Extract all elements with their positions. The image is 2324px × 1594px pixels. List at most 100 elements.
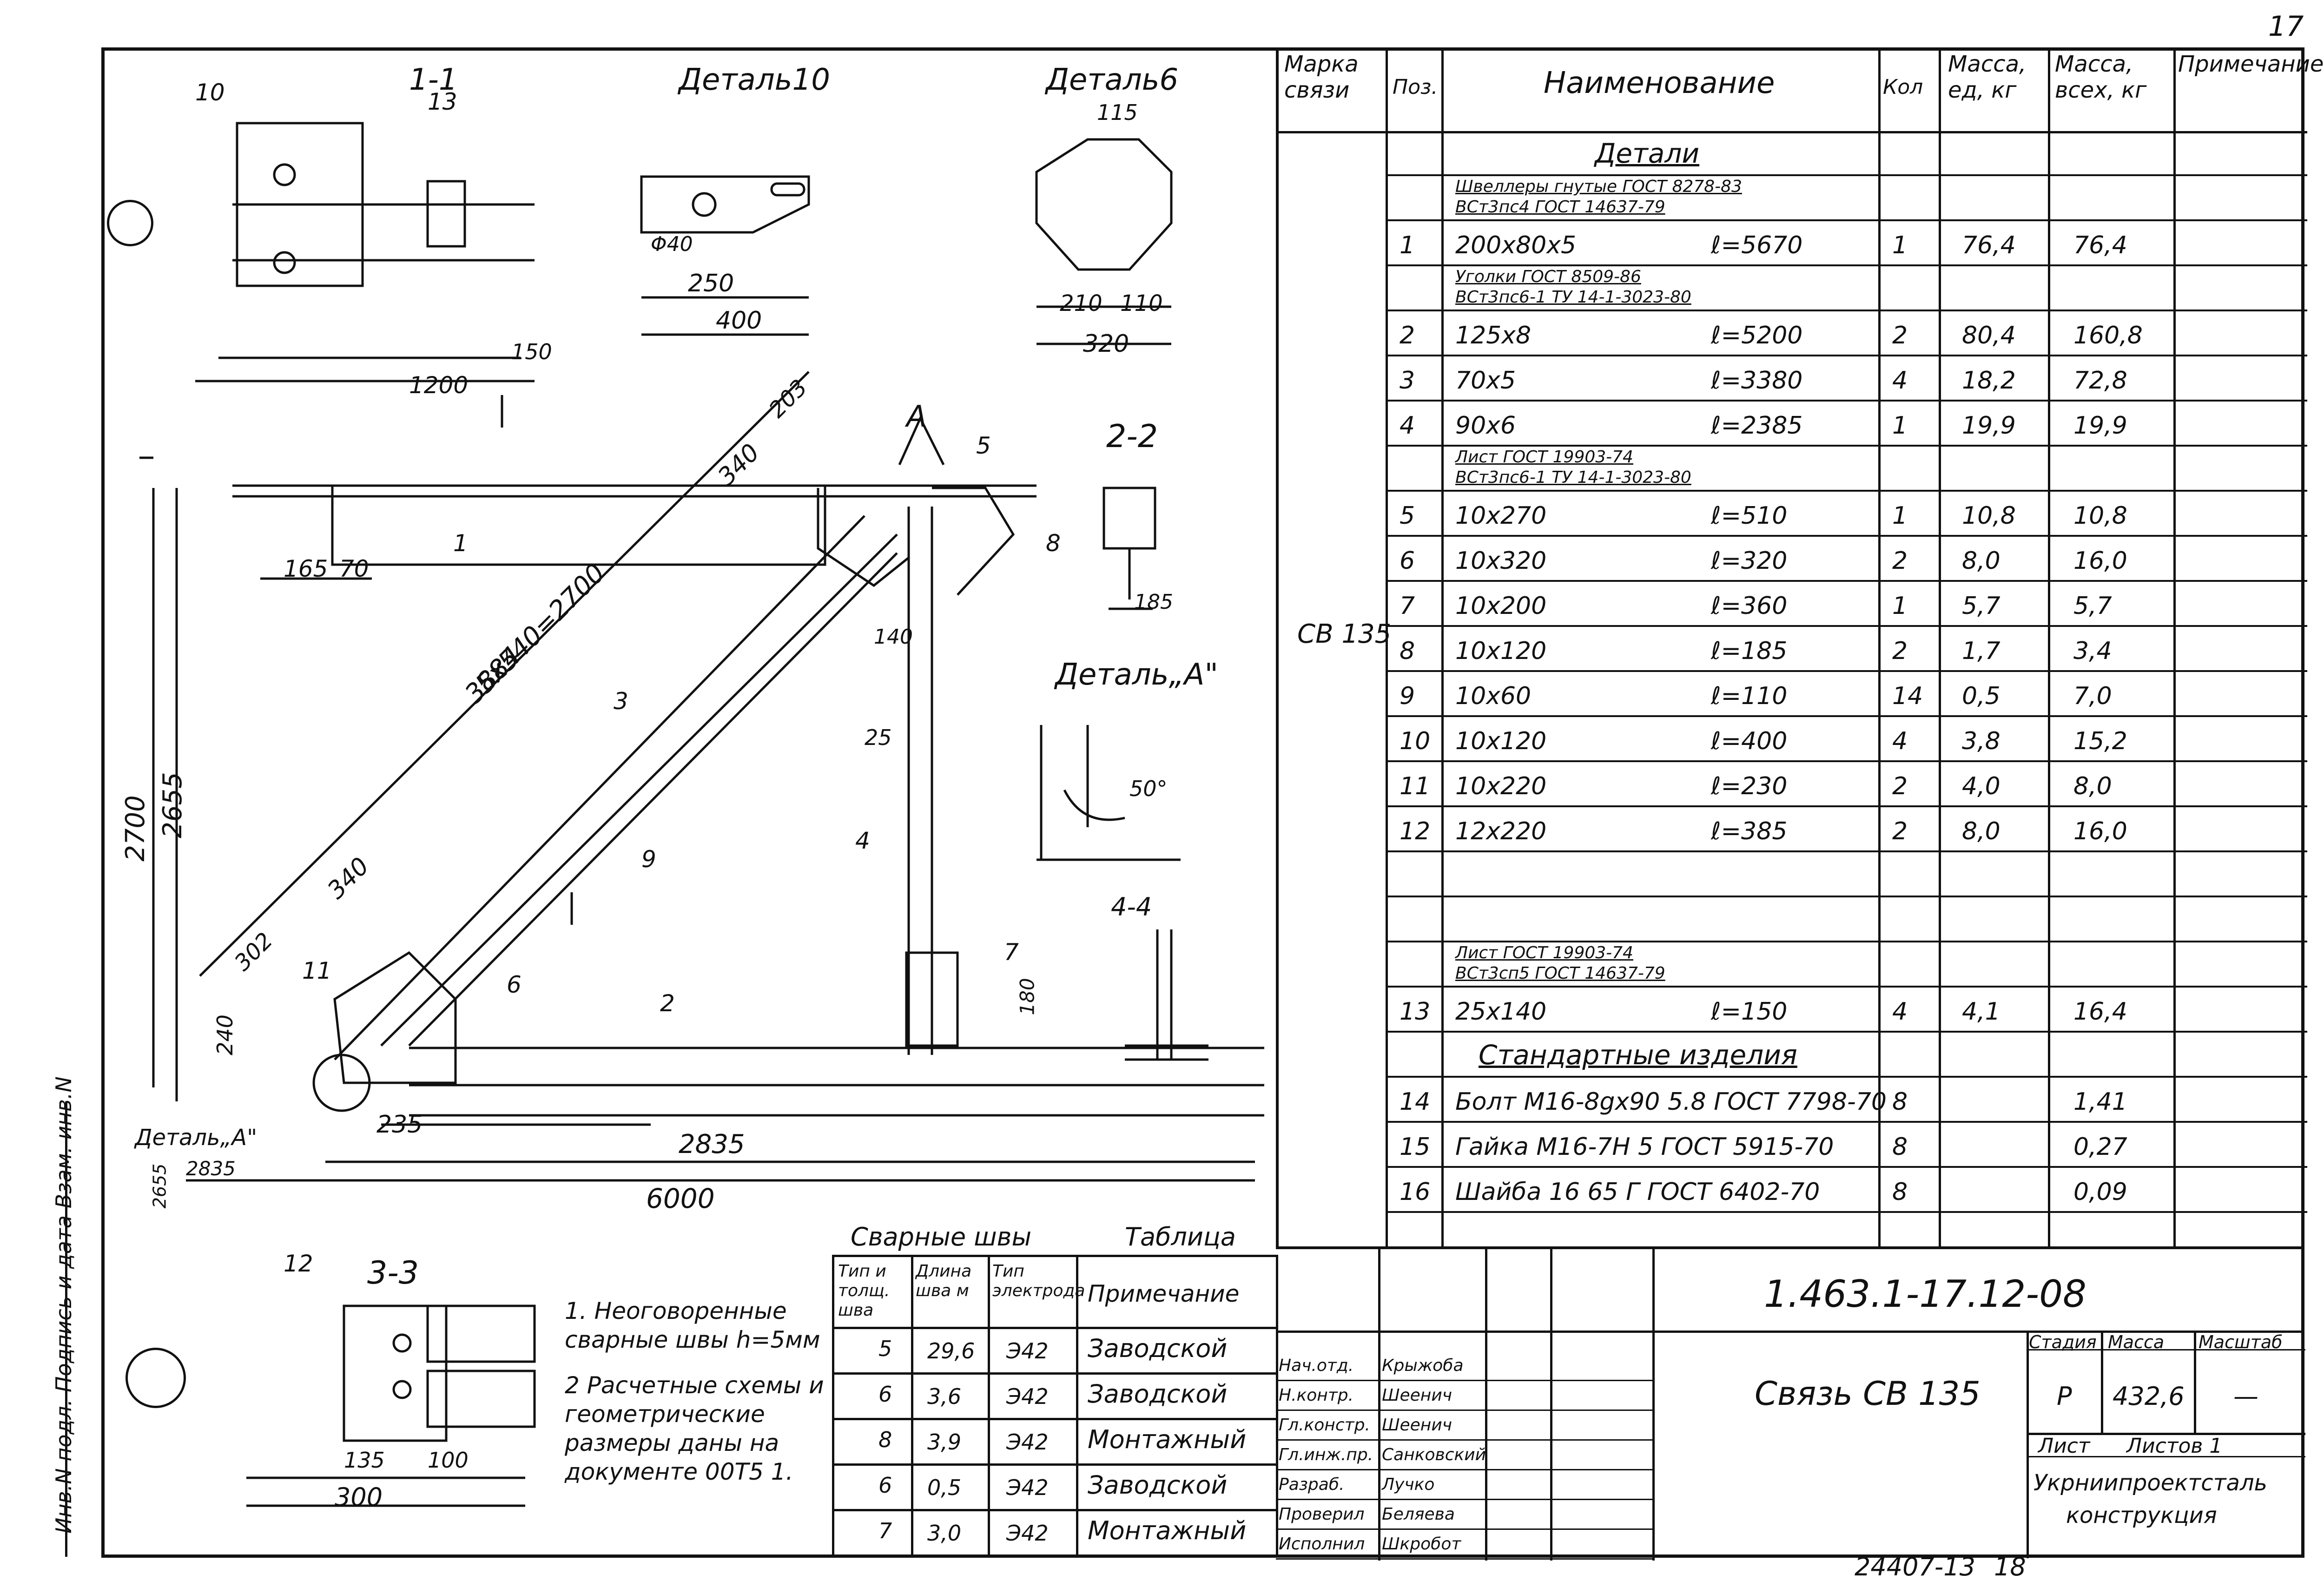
signature-role: Гл.констр. bbox=[1279, 1416, 1370, 1435]
signature-name: Шкробот bbox=[1382, 1535, 1461, 1554]
section-2-2-title: 2-2 bbox=[1106, 418, 1158, 455]
spec-pos: 9 bbox=[1400, 682, 1415, 710]
note-1: 1. Неоговоренные сварные швы h=5мм bbox=[565, 1298, 820, 1353]
spec-standard-1: Швеллеры гнутые ГОСТ 8278-83 bbox=[1455, 177, 1742, 196]
archive-sheet: 18 bbox=[1994, 1552, 2026, 1581]
spec-mass-total: 0,27 bbox=[2073, 1133, 2127, 1161]
spec-mass-unit: 76,4 bbox=[1962, 231, 2016, 259]
stamp-strip-line bbox=[65, 1101, 67, 1557]
dim-150: 150 bbox=[511, 339, 552, 364]
spec-pos: 14 bbox=[1400, 1088, 1431, 1116]
spec-name: 200x80x5 bbox=[1455, 231, 1577, 259]
section-3-3-title: 3-3 bbox=[367, 1255, 419, 1291]
spec-qty: 4 bbox=[1892, 367, 1908, 395]
spec-mass-total: 5,7 bbox=[2073, 592, 2112, 620]
weld-row-4-type: 6 bbox=[878, 1473, 892, 1498]
signature-role: Гл.инж.пр. bbox=[1279, 1445, 1373, 1464]
spec-mass-unit: 0,5 bbox=[1962, 682, 2000, 710]
spec-pos: 10 bbox=[1400, 727, 1431, 755]
weld-row-5-type: 7 bbox=[878, 1518, 892, 1543]
spec-pos: 1 bbox=[1400, 231, 1415, 259]
spec-heading: Стандартные изделия bbox=[1479, 1039, 1797, 1071]
spec-name: 10x60 bbox=[1455, 682, 1532, 710]
pos-tag-2: 2 bbox=[660, 990, 675, 1017]
signature-name: Лучко bbox=[1382, 1475, 1435, 1494]
spec-pos: 7 bbox=[1400, 592, 1415, 620]
mass-value: 432,6 bbox=[2113, 1382, 2185, 1411]
spec-length: ℓ=5670 bbox=[1711, 231, 1803, 259]
spec-mass-total: 16,4 bbox=[2073, 998, 2127, 1026]
spec-mass-total: 160,8 bbox=[2073, 322, 2143, 349]
spec-length: ℓ=150 bbox=[1711, 998, 1788, 1026]
spec-mass-total: 7,0 bbox=[2073, 682, 2112, 710]
spec-mass-total: 72,8 bbox=[2073, 367, 2127, 395]
weld-table-title: Сварные швы bbox=[851, 1222, 1032, 1251]
weld-row-1-note: Заводской bbox=[1088, 1334, 1228, 1363]
dim-115: 115 bbox=[1097, 100, 1138, 125]
spec-standard-2: ВСт3пс6-1 ТУ 14-1-3023-80 bbox=[1455, 288, 1691, 307]
weld-row-1-length: 29,6 bbox=[927, 1338, 975, 1363]
pos-tag-11: 11 bbox=[302, 957, 332, 984]
spec-pos: 8 bbox=[1400, 637, 1415, 665]
spec-pos: 13 bbox=[1400, 998, 1431, 1026]
weld-row-3-type: 8 bbox=[878, 1427, 892, 1452]
organization-name-2: конструкция bbox=[2066, 1502, 2217, 1528]
dim-25: 25 bbox=[865, 725, 892, 750]
spec-name: 90x6 bbox=[1455, 412, 1516, 440]
spec-qty: 2 bbox=[1892, 637, 1908, 665]
dim-180: 180 bbox=[1016, 978, 1039, 1015]
weld-row-1-electrode: Э42 bbox=[1006, 1338, 1049, 1363]
spec-row bbox=[1386, 897, 2307, 942]
spec-name: 10x200 bbox=[1455, 592, 1547, 620]
spec-length: ℓ=2385 bbox=[1711, 412, 1803, 440]
document-code: 1.463.1-17.12-08 bbox=[1764, 1272, 2086, 1316]
spec-mass-unit: 5,7 bbox=[1962, 592, 2000, 620]
spec-name: 125x8 bbox=[1455, 322, 1532, 349]
weld-hdr-note: Примечание bbox=[1088, 1280, 1240, 1307]
weld-row-3-electrode: Э42 bbox=[1006, 1429, 1049, 1455]
pos-tag-5: 5 bbox=[976, 432, 991, 459]
pos-tag-13: 13 bbox=[428, 88, 457, 115]
spec-name: Гайка М16-7Н 5 ГОСТ 5915-70 bbox=[1455, 1133, 1834, 1161]
spec-length: ℓ=360 bbox=[1711, 592, 1788, 620]
spec-qty: 14 bbox=[1892, 682, 1923, 710]
signature-role: Исполнил bbox=[1279, 1535, 1365, 1554]
weld-row-1-type: 5 bbox=[878, 1336, 892, 1361]
dim-165: 165 bbox=[284, 555, 328, 582]
archive-number: 24407-13 bbox=[1855, 1552, 1975, 1581]
scale-value: — bbox=[2233, 1382, 2258, 1411]
spec-standard-1: Лист ГОСТ 19903-74 bbox=[1455, 448, 1633, 467]
dim-400: 400 bbox=[716, 307, 762, 335]
signature-row: Нач.отд.Крыжоба bbox=[1276, 1351, 1652, 1381]
spec-qty: 2 bbox=[1892, 772, 1908, 800]
signature-role: Разраб. bbox=[1279, 1475, 1345, 1494]
pos-tag-3: 3 bbox=[614, 688, 628, 715]
dim-2835: 2835 bbox=[679, 1129, 745, 1159]
weld-hdr-type: Тип и толщ. шва bbox=[838, 1262, 890, 1320]
weld-row-2-length: 3,6 bbox=[927, 1384, 962, 1409]
spec-pos: 3 bbox=[1400, 367, 1415, 395]
signature-name: Шеенич bbox=[1382, 1386, 1452, 1405]
dim-1200: 1200 bbox=[409, 372, 469, 399]
drawing-name: Связь СВ 135 bbox=[1755, 1375, 1981, 1413]
weld-row-4-note: Заводской bbox=[1088, 1470, 1228, 1500]
dim-250: 250 bbox=[688, 270, 734, 297]
spec-qty: 1 bbox=[1892, 502, 1908, 530]
spec-qty: 8 bbox=[1892, 1178, 1908, 1206]
pos-tag-12: 12 bbox=[284, 1250, 313, 1277]
weld-hdr-length: Длина шва м bbox=[916, 1262, 972, 1300]
weld-row-5-note: Монтажный bbox=[1088, 1516, 1247, 1545]
spec-hdr-mark: Марка связи bbox=[1284, 51, 1359, 103]
spec-standard-2: ВСт3пс6-1 ТУ 14-1-3023-80 bbox=[1455, 468, 1691, 487]
spec-hdr-name: Наименование bbox=[1544, 66, 1775, 100]
